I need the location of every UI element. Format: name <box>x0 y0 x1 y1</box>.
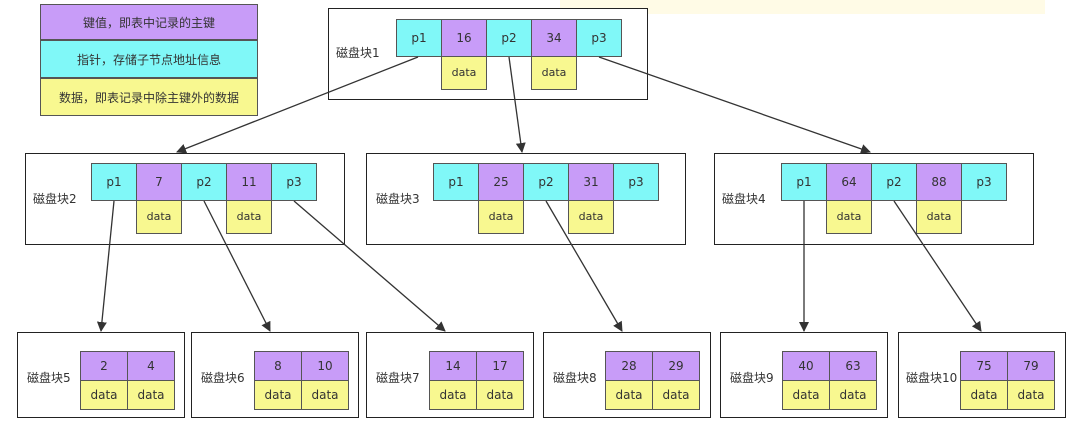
block8-data-1: data <box>605 380 653 410</box>
legend-key: 键值，即表中记录的主键 <box>40 4 258 40</box>
block3-p2: p2 <box>523 163 569 201</box>
block6-key-8: 8 <box>254 351 302 381</box>
disk-block-7-label: 磁盘块7 <box>376 370 420 385</box>
arrow-block2-p3-to-block7 <box>293 200 446 332</box>
root-data-2: data <box>531 56 577 90</box>
block2-p3: p3 <box>271 163 317 201</box>
block3-data-1: data <box>478 200 524 234</box>
disk-block-6-label: 磁盘块6 <box>201 370 245 385</box>
block8-key-28: 28 <box>605 351 653 381</box>
arrow-root-p2-to-block3 <box>508 56 526 153</box>
block9-key-63: 63 <box>829 351 877 381</box>
arrow-block3-p2-to-block8 <box>545 200 623 332</box>
disk-block-9-label: 磁盘块9 <box>730 370 774 385</box>
block9-data-2: data <box>829 380 877 410</box>
block2-data-1: data <box>136 200 182 234</box>
arrow-block2-p2-to-block6 <box>203 200 271 332</box>
root-p3: p3 <box>576 19 622 57</box>
block8-data-2: data <box>652 380 700 410</box>
block4-data-1: data <box>826 200 872 234</box>
root-key-34: 34 <box>531 19 577 57</box>
root-data-1: data <box>441 56 487 90</box>
arrow-block2-p1-to-block5 <box>96 200 115 332</box>
block2-data-2: data <box>226 200 272 234</box>
block7-data-1: data <box>429 380 477 410</box>
arrow-block4-p2-to-block10 <box>893 200 982 332</box>
block4-data-2: data <box>916 200 962 234</box>
block7-key-17: 17 <box>476 351 524 381</box>
disk-block-4-label: 磁盘块4 <box>722 191 766 206</box>
disk-block-2-label: 磁盘块2 <box>33 191 77 206</box>
block5-data-2: data <box>127 380 175 410</box>
block3-data-2: data <box>568 200 614 234</box>
block5-key-2: 2 <box>80 351 128 381</box>
disk-block-8-label: 磁盘块8 <box>553 370 597 385</box>
root-key-16: 16 <box>441 19 487 57</box>
block7-key-14: 14 <box>429 351 477 381</box>
legend-pointer: 指针，存储子节点地址信息 <box>40 40 258 78</box>
block4-p2: p2 <box>871 163 917 201</box>
block3-p1: p1 <box>433 163 479 201</box>
block10-data-1: data <box>960 380 1008 410</box>
top-highlight-strip <box>560 0 1045 14</box>
block3-p3: p3 <box>613 163 659 201</box>
block9-data-1: data <box>782 380 830 410</box>
block3-key-25: 25 <box>478 163 524 201</box>
block10-key-79: 79 <box>1007 351 1055 381</box>
block6-data-2: data <box>301 380 349 410</box>
block2-key-11: 11 <box>226 163 272 201</box>
disk-block-3-label: 磁盘块3 <box>376 191 420 206</box>
block2-p2: p2 <box>181 163 227 201</box>
disk-block-5-label: 磁盘块5 <box>27 370 71 385</box>
disk-block-10-label: 磁盘块10 <box>906 370 958 385</box>
arrow-root-p1-to-block2 <box>176 56 419 154</box>
block4-p3: p3 <box>961 163 1007 201</box>
block10-data-2: data <box>1007 380 1055 410</box>
block7-data-2: data <box>476 380 524 410</box>
arrow-root-p3-to-block4 <box>598 56 871 154</box>
block5-key-4: 4 <box>127 351 175 381</box>
block6-data-1: data <box>254 380 302 410</box>
root-p1: p1 <box>396 19 442 57</box>
legend-data: 数据，即表记录中除主键外的数据 <box>40 78 258 116</box>
disk-block-1-label: 磁盘块1 <box>336 45 380 60</box>
block4-p1: p1 <box>781 163 827 201</box>
block5-data-1: data <box>80 380 128 410</box>
